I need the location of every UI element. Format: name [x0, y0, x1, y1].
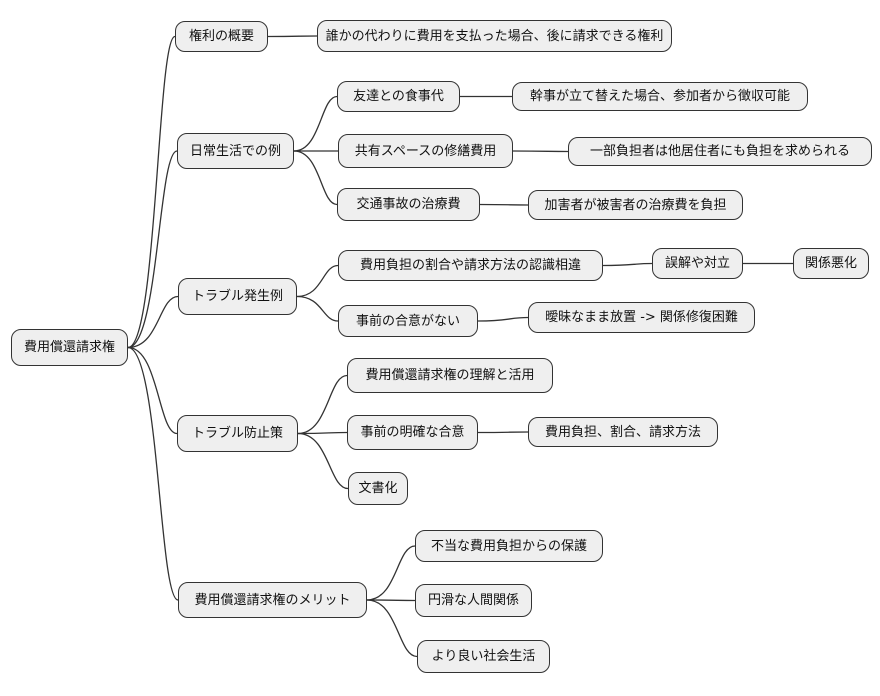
mindmap-node-prevention_agreement: 事前の明確な合意 — [347, 415, 478, 450]
node-label: 一部負担者は他居住者にも負担を求められる — [589, 144, 850, 159]
node-label: 権利の概要 — [188, 29, 254, 44]
edge-trouble_noagreement-trouble_noagreement_desc — [477, 316, 529, 322]
node-label: 費用負担、割合、請求方法 — [544, 424, 701, 440]
mindmap-node-merit_protection: 不当な費用負担からの保護 — [415, 530, 603, 562]
edge-daily-daily_meal — [293, 95, 338, 152]
edge-trouble-trouble_noagreement — [296, 295, 339, 322]
edge-root-overview — [127, 35, 176, 349]
mindmap-node-trouble_worse: 関係悪化 — [793, 248, 869, 279]
mindmap-node-trouble_misunderstanding: 誤解や対立 — [652, 248, 743, 279]
node-label: 不当な費用負担からの保護 — [430, 538, 587, 554]
node-label: 交通事故の治療費 — [356, 197, 461, 212]
node-label: 費用償還請求権のメリット — [194, 592, 351, 608]
edge-merit-merit_relation — [366, 599, 416, 602]
edge-merit-merit_society — [366, 599, 418, 658]
node-label: 誰かの代わりに費用を支払った場合、後に請求できる権利 — [325, 28, 664, 44]
mindmap-node-overview: 権利の概要 — [175, 21, 268, 52]
mindmap-node-daily_accident_desc: 加害者が被害者の治療費を負担 — [528, 190, 743, 220]
mindmap-node-prevention: トラブル防止策 — [177, 415, 298, 452]
node-label: 費用償還請求権 — [23, 340, 115, 355]
edge-trouble_recognition-trouble_misunderstanding — [602, 262, 653, 267]
node-label: 費用負担の割合や請求方法の認識相違 — [359, 258, 581, 273]
node-label: 費用償還請求権の理解と活用 — [365, 368, 535, 383]
node-label: 曖昧なまま放置 -> 関係修復困難 — [545, 310, 738, 325]
mindmap-node-daily: 日常生活での例 — [177, 133, 294, 169]
edge-root-prevention — [127, 346, 178, 435]
node-label: 加害者が被害者の治療費を負担 — [544, 197, 727, 213]
mindmap-node-trouble_noagreement_desc: 曖昧なまま放置 -> 関係修復困難 — [528, 302, 755, 333]
node-label: 関係悪化 — [804, 256, 857, 271]
node-label: 円滑な人間関係 — [427, 593, 519, 608]
mindmap-node-daily_meal: 友達との食事代 — [337, 81, 460, 112]
node-label: 友達との食事代 — [353, 89, 444, 104]
edge-trouble-trouble_recognition — [296, 264, 339, 298]
node-label: 誤解や対立 — [664, 256, 730, 271]
mindmap-node-prevention_agreement_desc: 費用負担、割合、請求方法 — [528, 417, 718, 447]
node-label: 事前の合意がない — [355, 313, 460, 329]
mindmap-node-trouble_noagreement: 事前の合意がない — [338, 305, 478, 337]
edge-root-merit — [127, 346, 179, 601]
edge-daily-daily_accident — [293, 150, 338, 206]
node-label: 事前の明確な合意 — [360, 425, 465, 440]
node-label: 幹事が立て替えた場合、参加者から徴収可能 — [529, 89, 790, 104]
node-label: 共有スペースの修繕費用 — [354, 143, 497, 159]
mindmap-node-merit_society: より良い社会生活 — [417, 640, 550, 673]
mindmap-node-daily_accident: 交通事故の治療費 — [337, 188, 480, 221]
edge-prevention-prevention_understand — [297, 374, 348, 435]
mindmap-node-overview_desc: 誰かの代わりに費用を支払った場合、後に請求できる権利 — [317, 20, 672, 52]
mindmap-node-prevention_doc: 文書化 — [348, 472, 408, 505]
mindmap-node-root: 費用償還請求権 — [11, 329, 128, 366]
edge-prevention_agreement-prevention_agreement_desc — [477, 431, 529, 434]
node-label: トラブル防止策 — [191, 426, 283, 441]
node-label: 日常生活での例 — [189, 143, 281, 159]
edge-daily_accident-daily_accident_desc — [479, 203, 529, 206]
edge-overview-overview_desc — [267, 35, 318, 38]
mindmap-node-daily_repair_desc: 一部負担者は他居住者にも負担を求められる — [568, 137, 872, 166]
mindmap-node-merit: 費用償還請求権のメリット — [178, 582, 367, 618]
edge-prevention-prevention_doc — [297, 432, 349, 490]
edge-daily_repair-daily_repair_desc — [512, 150, 569, 153]
edge-root-daily — [127, 150, 178, 349]
mindmap-node-daily_repair: 共有スペースの修繕費用 — [338, 134, 513, 168]
edge-root-trouble — [127, 295, 179, 349]
mindmap-node-merit_relation: 円滑な人間関係 — [415, 584, 532, 617]
edge-merit-merit_protection — [366, 545, 416, 601]
mindmap-node-trouble: トラブル発生例 — [178, 278, 297, 315]
mindmap-node-daily_meal_desc: 幹事が立て替えた場合、参加者から徴収可能 — [512, 82, 808, 111]
mindmap-node-prevention_understand: 費用償還請求権の理解と活用 — [347, 358, 553, 393]
edge-prevention-prevention_agreement — [297, 431, 348, 435]
node-label: 文書化 — [358, 481, 398, 496]
node-label: より良い社会生活 — [431, 649, 536, 664]
mindmap-node-trouble_recognition: 費用負担の割合や請求方法の認識相違 — [338, 250, 603, 281]
node-label: トラブル発生例 — [191, 289, 283, 304]
